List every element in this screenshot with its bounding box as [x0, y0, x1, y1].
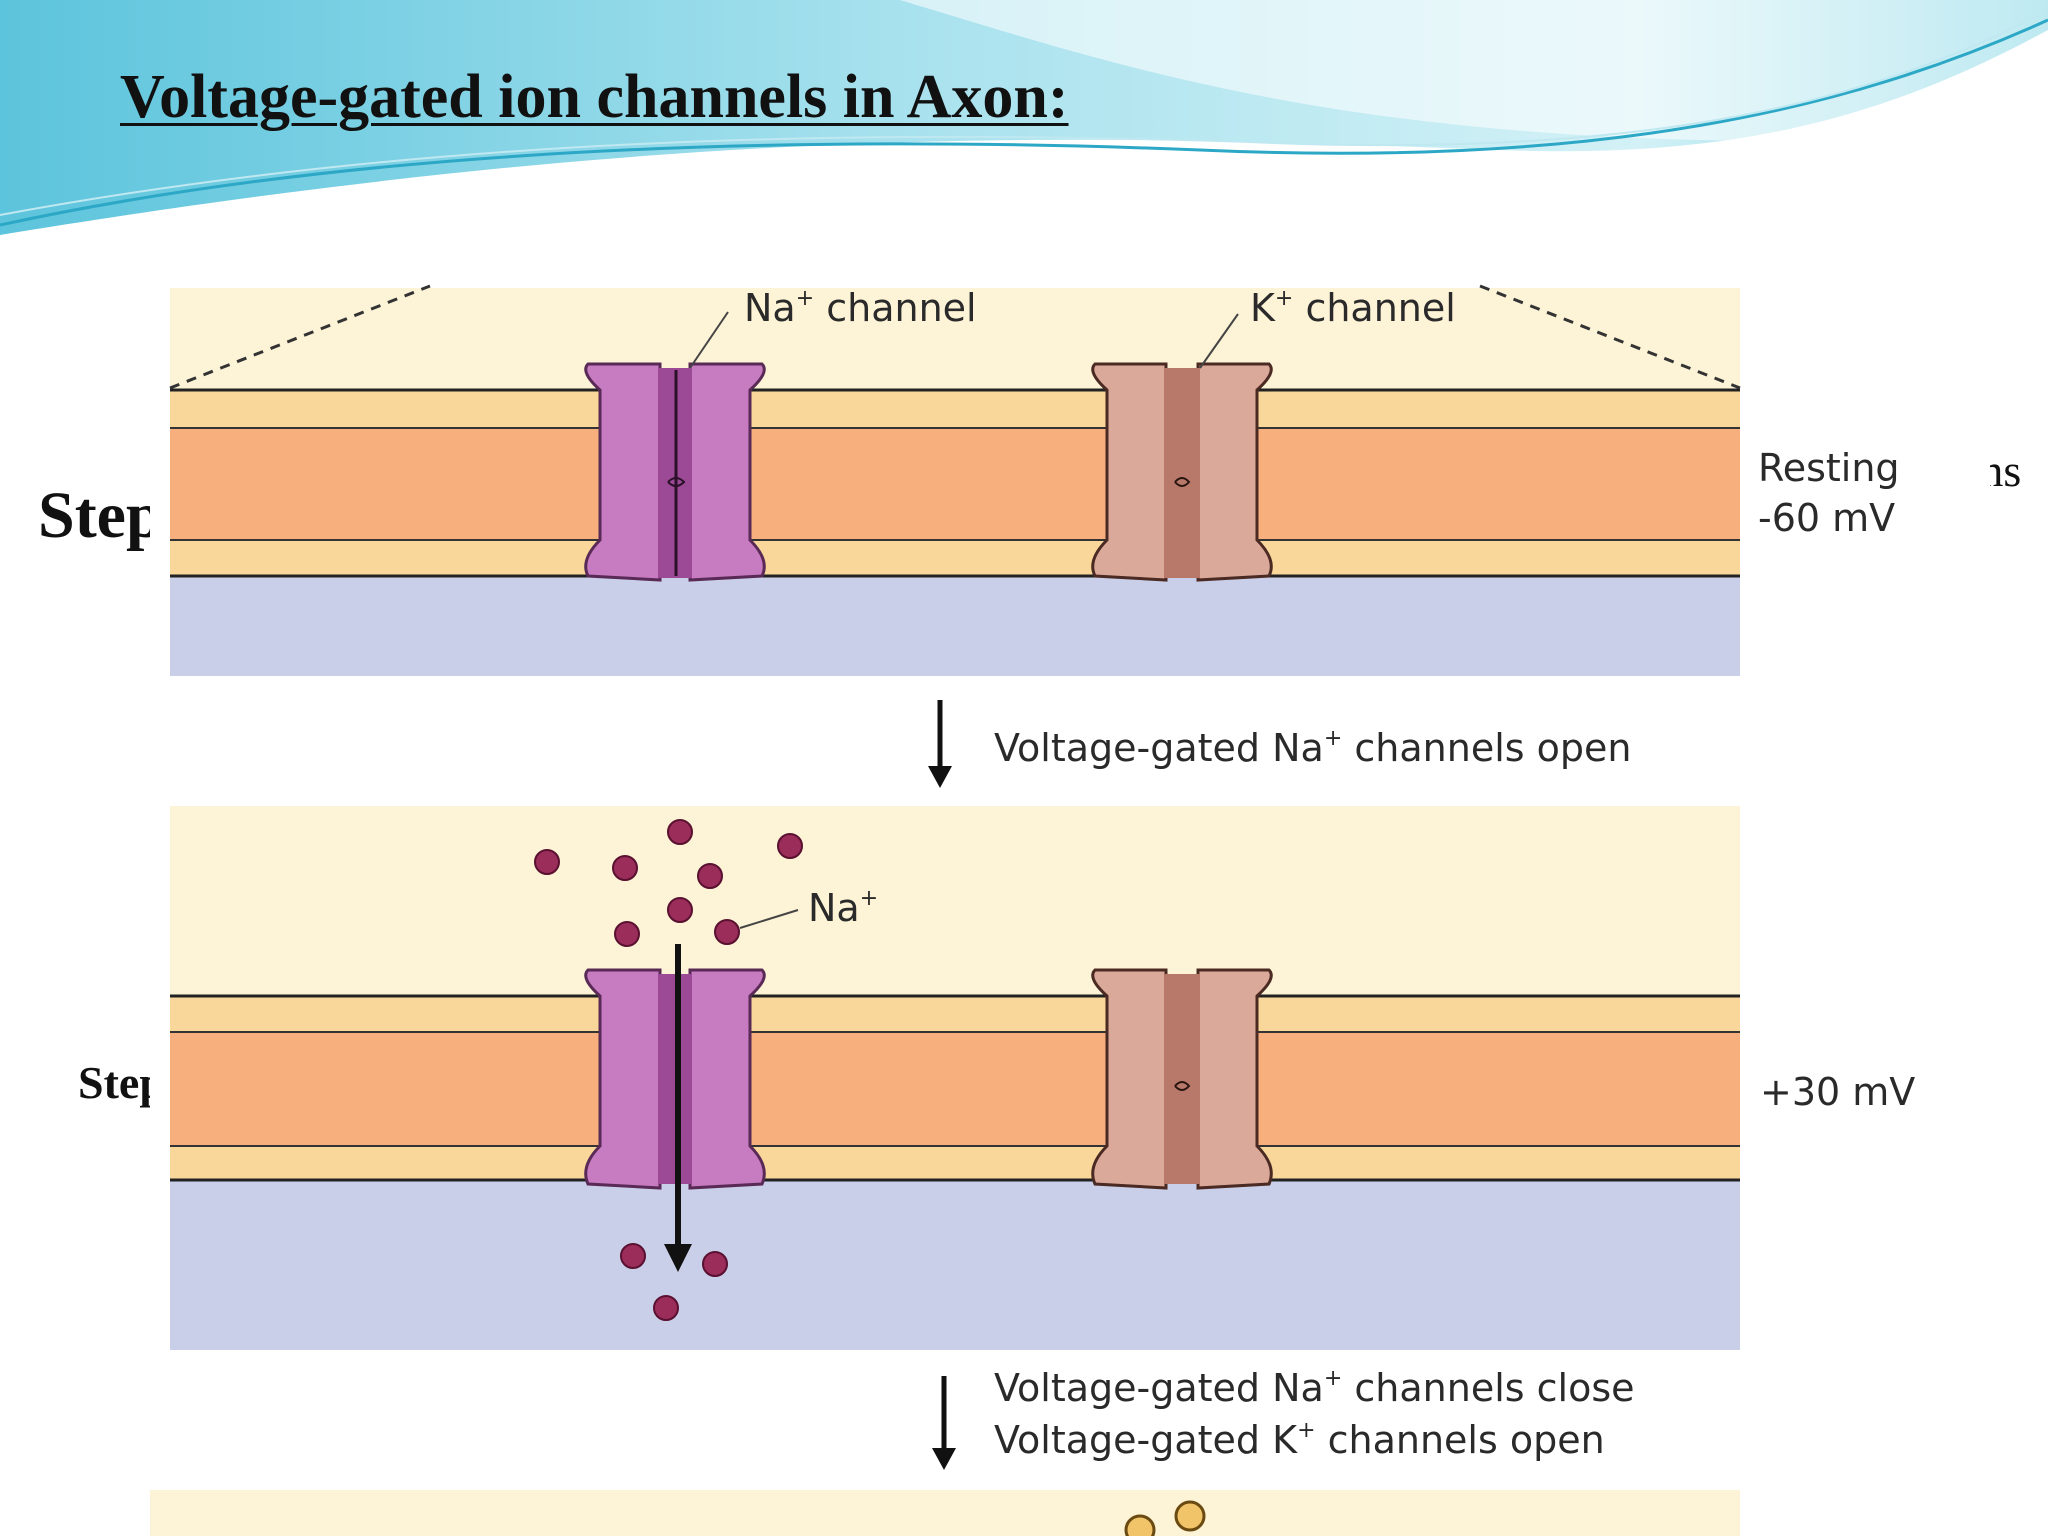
- k-channel-label: K+ channel: [1250, 286, 1456, 330]
- k-channel-closed: [1091, 362, 1273, 582]
- resting-label: Resting: [1758, 446, 1900, 490]
- intracellular-zone-2: [170, 1180, 1740, 1350]
- na-channel-closed: [584, 362, 766, 582]
- na-ion-label: Na+: [808, 886, 879, 930]
- membrane-core: [170, 428, 1740, 540]
- transition-arrow-2: [932, 1376, 956, 1470]
- header-wave: [0, 0, 2048, 235]
- transition-1-text: Voltage-gated Na+ channels open: [994, 726, 1632, 770]
- resting-potential: -60 mV: [1758, 496, 1896, 540]
- intracellular-zone: [170, 576, 1740, 676]
- slide-title: Voltage-gated ion channels in Axon:: [120, 63, 1069, 131]
- na-channel-open: [584, 944, 766, 1272]
- k-channel-closed-2: [1091, 968, 1273, 1190]
- depolarized-potential: +30 mV: [1760, 1070, 1916, 1114]
- transition-2-line-1: Voltage-gated Na+ channels close: [994, 1366, 1635, 1410]
- transition-arrow-1: [928, 700, 952, 788]
- na-ions-extracellular: [534, 819, 803, 947]
- na-ions-intracellular: [620, 1243, 728, 1321]
- panel-repolarizing: [150, 1490, 1740, 1536]
- panel-depolarized: [170, 806, 1740, 1350]
- transition-2-line-2: Voltage-gated K+ channels open: [994, 1418, 1605, 1462]
- panel-resting: [169, 284, 1741, 676]
- na-channel-label: Na+ channel: [744, 286, 977, 330]
